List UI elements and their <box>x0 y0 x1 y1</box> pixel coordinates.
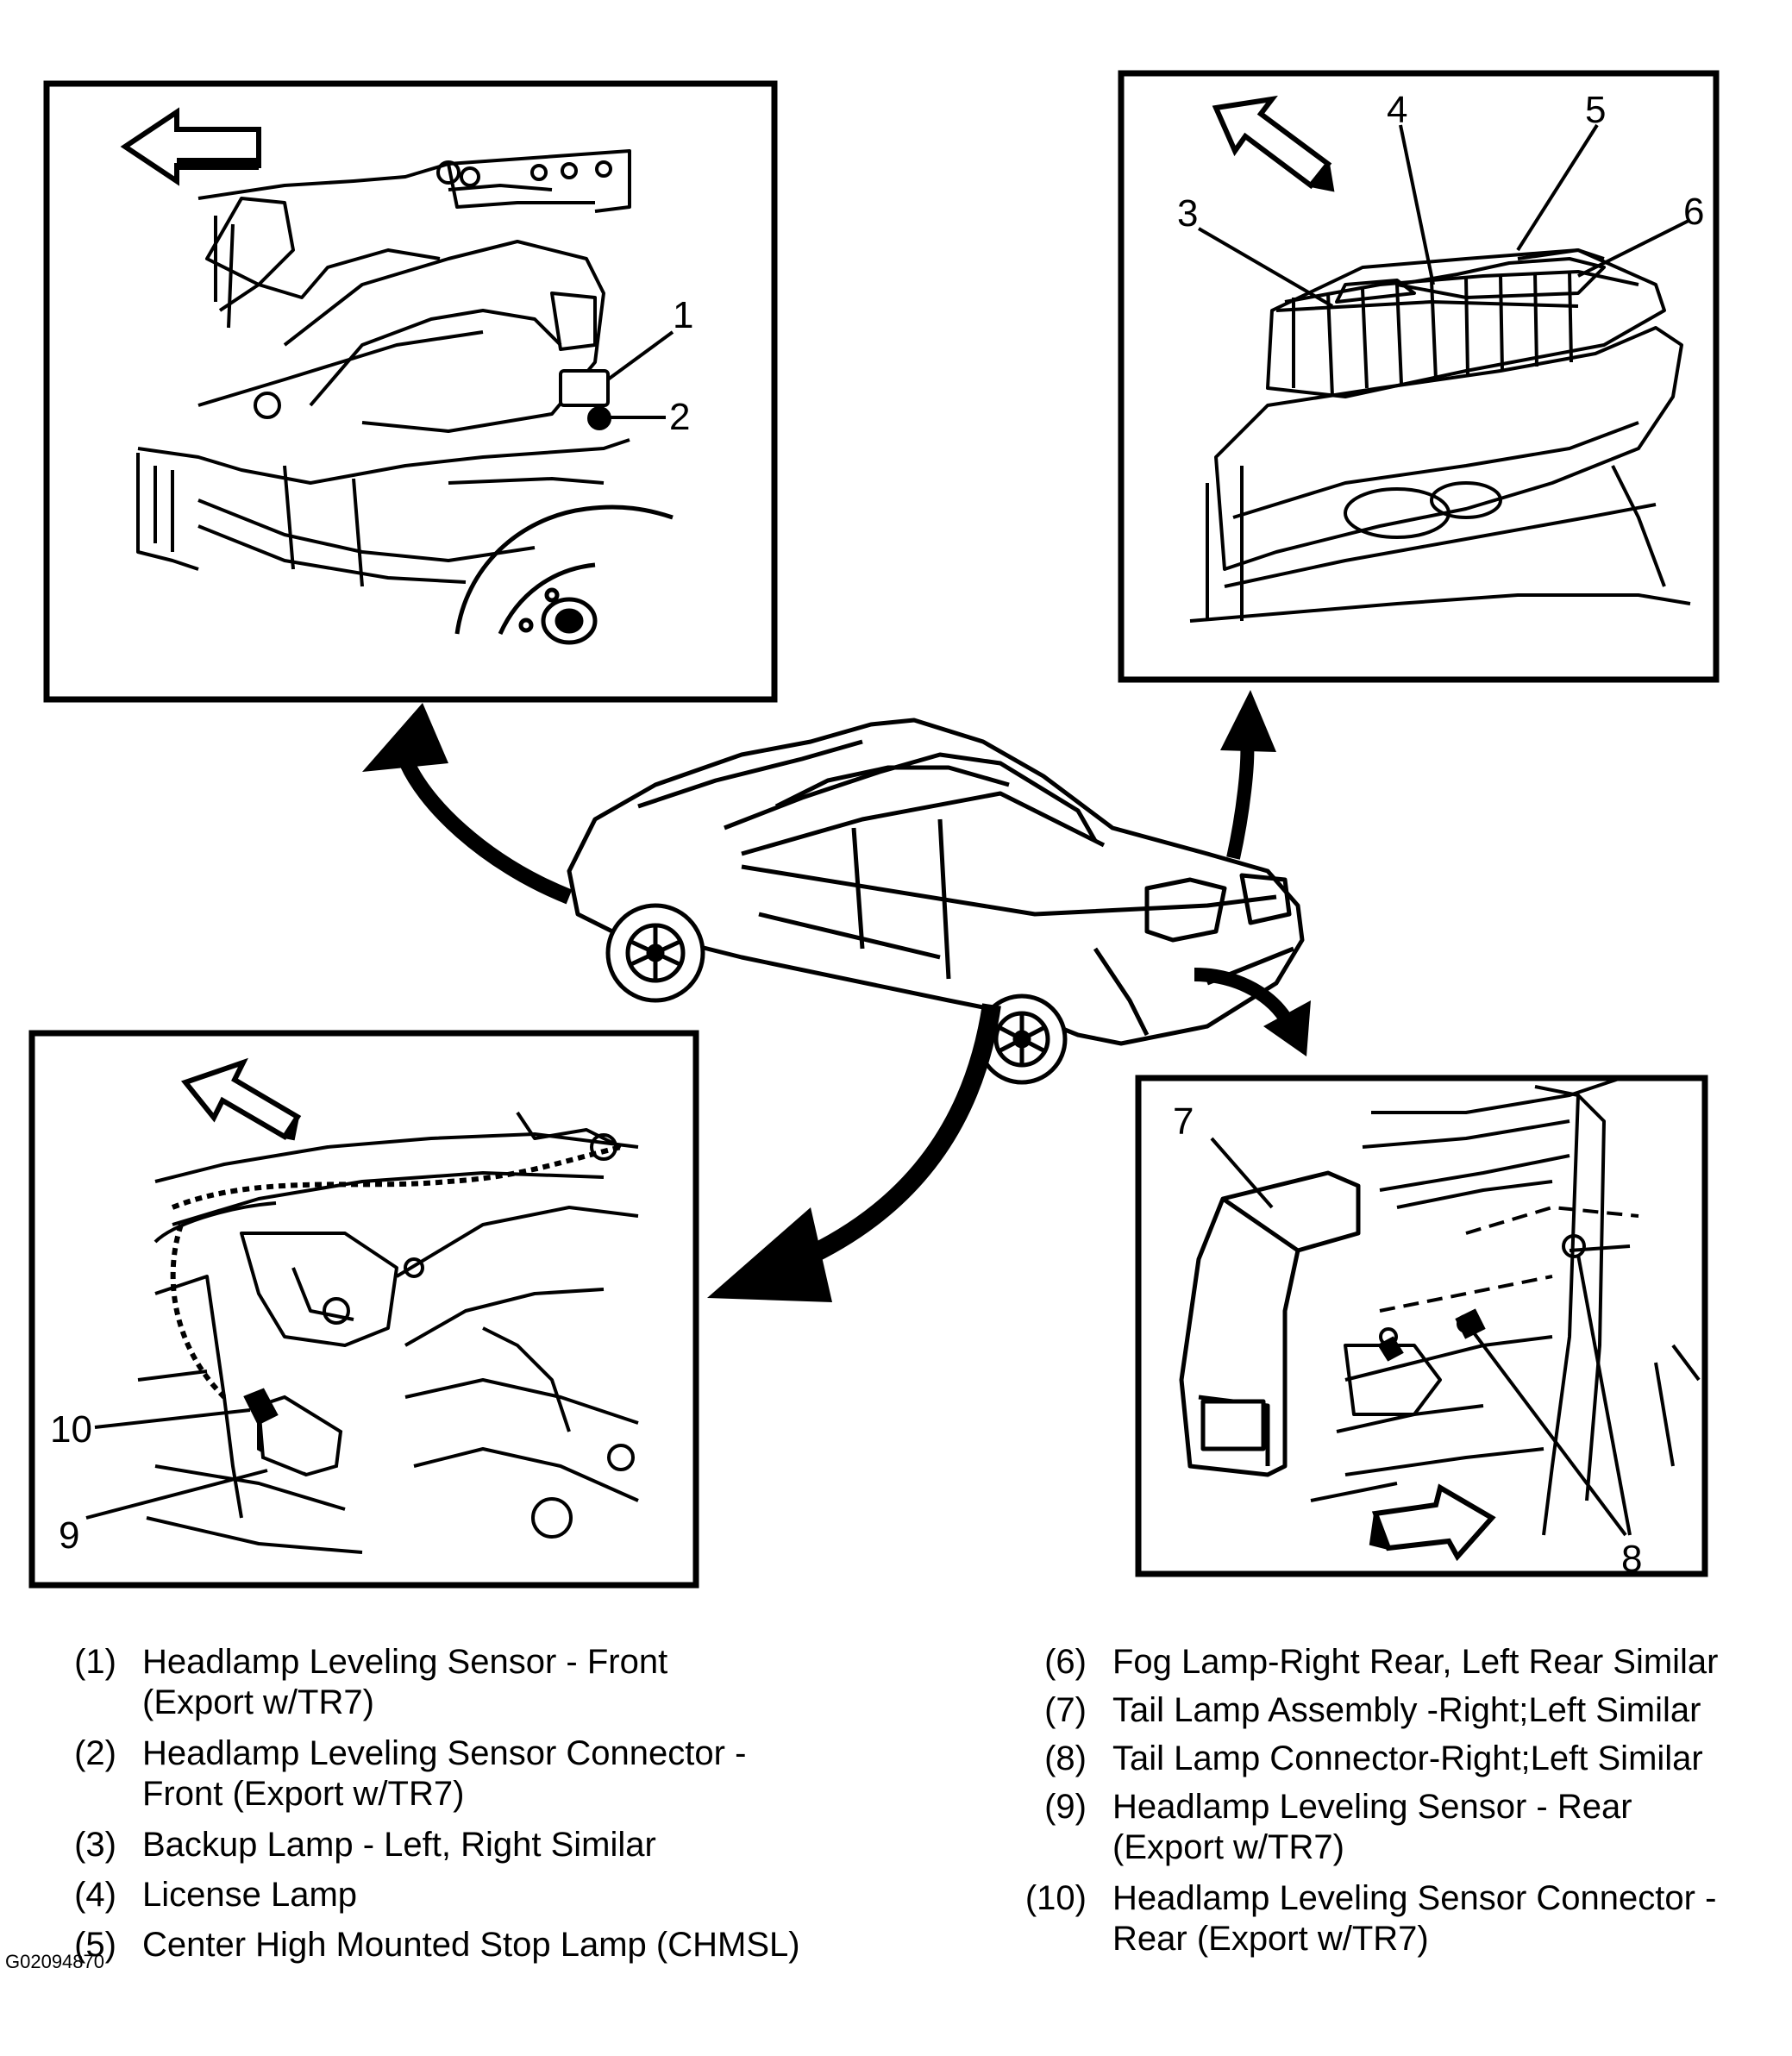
callout-3: 3 <box>1177 192 1198 235</box>
legend-num: (2) <box>74 1734 116 1772</box>
legend-num: (7) <box>1044 1691 1087 1729</box>
callout-9: 9 <box>59 1514 79 1557</box>
callout-8: 8 <box>1621 1538 1642 1580</box>
legend-num: (1) <box>74 1643 116 1681</box>
panel-rear-sensor: 10 9 <box>28 1030 699 1589</box>
legend-num: (3) <box>74 1826 116 1864</box>
legend-num: (5) <box>74 1926 116 1964</box>
arrow-to-front-panel <box>362 703 573 905</box>
legend-text: Backup Lamp - Left, Right Similar <box>142 1826 656 1864</box>
legend-text-cont: (Export w/TR7) <box>142 1683 374 1721</box>
callout-5: 5 <box>1585 89 1606 131</box>
legend-text: Headlamp Leveling Sensor - Front <box>142 1643 668 1681</box>
arrow-to-tail-lamp-panel <box>1194 968 1311 1056</box>
callout-6: 6 <box>1683 191 1704 233</box>
legend-item-7: (7) Tail Lamp Assembly -Right;Left Simil… <box>1009 1690 1785 1733</box>
legend-left: (1) Headlamp Leveling Sensor - Front (Ex… <box>52 1642 845 1975</box>
legend-item-6: (6) Fog Lamp-Right Rear, Left Rear Simil… <box>1009 1642 1785 1685</box>
legend-text: License Lamp <box>142 1876 358 1914</box>
legend-item-1: (1) Headlamp Leveling Sensor - Front (Ex… <box>52 1642 845 1728</box>
legend-text: Center High Mounted Stop Lamp (CHMSL) <box>142 1926 800 1964</box>
panel-tail-lamp: 7 8 <box>1135 1075 1708 1580</box>
legend-num: (10) <box>1024 1879 1087 1917</box>
figure-id: G02094870 <box>5 1951 104 1972</box>
arrow-to-trunk-panel <box>1220 690 1276 860</box>
legend-text-cont: (Export w/TR7) <box>1112 1828 1344 1866</box>
legend-item-8: (8) Tail Lamp Connector-Right;Left Simil… <box>1009 1739 1785 1782</box>
callout-10: 10 <box>50 1408 92 1451</box>
legend-text: Headlamp Leveling Sensor - Rear <box>1112 1788 1632 1826</box>
legend-item-10: (10) Headlamp Leveling Sensor Connector … <box>1009 1878 1785 1965</box>
legend-item-5: (5) Center High Mounted Stop Lamp (CHMSL… <box>52 1925 845 1970</box>
legend-text: Tail Lamp Assembly -Right;Left Similar <box>1112 1691 1701 1729</box>
legend-item-3: (3) Backup Lamp - Left, Right Similar <box>52 1825 845 1870</box>
legend-text: Fog Lamp-Right Rear, Left Rear Similar <box>1112 1643 1719 1681</box>
legend-item-4: (4) License Lamp <box>52 1875 845 1920</box>
legend-text: Tail Lamp Connector-Right;Left Similar <box>1112 1739 1703 1777</box>
panel-front-sensor: 1 2 <box>43 80 778 703</box>
callout-4: 4 <box>1387 89 1407 131</box>
arrow-to-rear-sensor-panel <box>707 1003 1001 1302</box>
callout-7: 7 <box>1173 1100 1194 1143</box>
legend-text-cont: Front (Export w/TR7) <box>142 1775 465 1813</box>
legend-num: (9) <box>1044 1788 1087 1826</box>
legend-num: (4) <box>74 1876 116 1914</box>
direction-arrow-tail <box>1371 1483 1496 1562</box>
legend-item-9: (9) Headlamp Leveling Sensor - Rear (Exp… <box>1009 1787 1785 1873</box>
vehicle-overview <box>567 718 1305 1085</box>
legend-item-2: (2) Headlamp Leveling Sensor Connector -… <box>52 1733 845 1820</box>
legend-text-cont: Rear (Export w/TR7) <box>1112 1920 1429 1958</box>
callout-1: 1 <box>673 294 693 336</box>
legend-text: Headlamp Leveling Sensor Connector - <box>1112 1879 1717 1917</box>
legend-num: (8) <box>1044 1739 1087 1777</box>
panel-trunk-lid: 3 4 5 6 <box>1118 70 1720 683</box>
legend-text: Headlamp Leveling Sensor Connector - <box>142 1734 747 1772</box>
callout-2: 2 <box>669 396 690 438</box>
legend-right: (6) Fog Lamp-Right Rear, Left Rear Simil… <box>1009 1642 1785 1970</box>
legend-num: (6) <box>1044 1643 1087 1681</box>
